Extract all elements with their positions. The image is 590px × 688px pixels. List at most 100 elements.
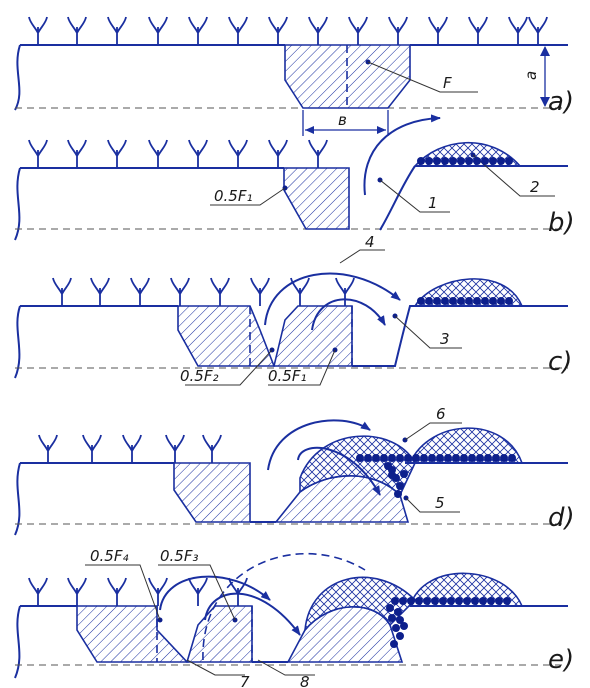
particle-dot (431, 597, 439, 605)
particle-dot (465, 157, 473, 165)
particle-dot (447, 597, 455, 605)
particle-dot (439, 597, 447, 605)
particle-dot (476, 454, 484, 462)
particle-dot (412, 454, 420, 462)
label-8: 8 (300, 673, 310, 688)
panel-c (14, 249, 568, 386)
particle-dot (508, 454, 516, 462)
label-3: 3 (440, 330, 450, 348)
particle-dot (396, 482, 404, 490)
particle-dot (449, 297, 457, 305)
plant-icon (67, 139, 87, 168)
particle-dot (423, 597, 431, 605)
plant-icon (268, 139, 288, 168)
plant-icon (202, 434, 222, 463)
label-half-F3: 0.5F₃ (160, 547, 199, 565)
plant-icon (148, 16, 168, 45)
panel-b (14, 114, 568, 241)
plant-icon (52, 277, 72, 306)
particle-dot (473, 297, 481, 305)
particle-dot (420, 454, 428, 462)
plant-icon (308, 139, 328, 168)
particle-dot (396, 632, 404, 640)
plant-icon (335, 277, 355, 306)
plant-icon (188, 577, 208, 606)
plant-icon (228, 577, 248, 606)
plant-icon (348, 16, 368, 45)
particle-dot (487, 597, 495, 605)
label-half-F4: 0.5F₄ (90, 547, 129, 565)
plant-icon (148, 139, 168, 168)
particle-dot (388, 471, 396, 479)
particle-dot (364, 454, 372, 462)
particle-dot (500, 454, 508, 462)
plant-icon (388, 16, 408, 45)
particle-dot (436, 454, 444, 462)
particle-dot (489, 157, 497, 165)
plant-icon (67, 577, 87, 606)
panel-a (14, 44, 568, 136)
particle-dot (471, 597, 479, 605)
particle-dot (396, 454, 404, 462)
plant-icon (528, 16, 548, 45)
particle-dot (481, 297, 489, 305)
plant-icon (210, 277, 230, 306)
plant-icon (188, 139, 208, 168)
plant-icon (90, 277, 110, 306)
particle-dot (390, 640, 398, 648)
particle-dot (400, 470, 408, 478)
plant-icon (188, 16, 208, 45)
particle-dots (356, 157, 516, 648)
particle-dot (392, 624, 400, 632)
particle-dot (505, 297, 513, 305)
particle-dot (400, 622, 408, 630)
particle-dot (457, 297, 465, 305)
plant-icon (107, 577, 127, 606)
particle-dot (441, 297, 449, 305)
particle-dot (497, 297, 505, 305)
plant-icon (170, 277, 190, 306)
label-7: 7 (240, 673, 250, 688)
plant-icon (508, 16, 528, 45)
plant-icon (82, 434, 102, 463)
label-b-width: в (338, 111, 347, 129)
plant-icon (428, 16, 448, 45)
plant-icon (130, 277, 150, 306)
plant-icon (67, 16, 87, 45)
label-1: 1 (428, 194, 438, 212)
particle-dot (404, 454, 412, 462)
plant-icon (228, 139, 248, 168)
particle-dot (386, 604, 394, 612)
particle-dot (473, 157, 481, 165)
particle-dot (417, 297, 425, 305)
particle-dot (417, 157, 425, 165)
particle-dot (372, 454, 380, 462)
plant-icon (107, 139, 127, 168)
plant-icon (228, 16, 248, 45)
particle-dot (460, 454, 468, 462)
plant-icon (308, 16, 328, 45)
label-2: 2 (530, 178, 540, 196)
particle-dot (433, 157, 441, 165)
particle-dot (428, 454, 436, 462)
plant-icon (38, 434, 58, 463)
particle-dot (444, 454, 452, 462)
plant-icon (122, 434, 142, 463)
plant-symbols (28, 16, 548, 606)
particle-dot (394, 608, 402, 616)
particle-dot (380, 454, 388, 462)
particle-dot (396, 616, 404, 624)
particle-dot (503, 597, 511, 605)
particle-dot (415, 597, 423, 605)
plant-icon (468, 16, 488, 45)
panel-caption-b: b) (548, 208, 575, 238)
panel-caption-d: d) (548, 503, 575, 533)
particle-dot (479, 597, 487, 605)
particle-dot (356, 454, 364, 462)
plant-icon (290, 277, 310, 306)
label-4: 4 (365, 233, 375, 251)
panel-caption-c: c) (548, 347, 572, 377)
particle-dot (484, 454, 492, 462)
label-a: a (522, 71, 540, 80)
